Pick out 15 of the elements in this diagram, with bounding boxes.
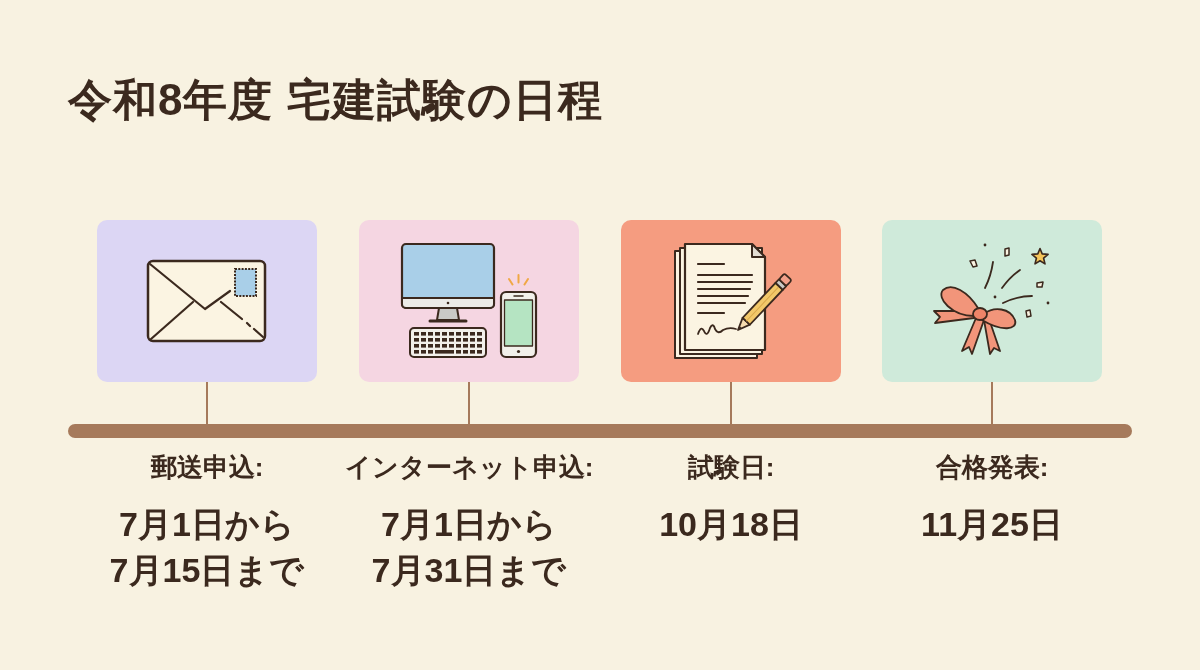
connector-line bbox=[206, 381, 208, 425]
illustration-card bbox=[882, 220, 1102, 382]
connector-line bbox=[730, 381, 732, 425]
illustration-card bbox=[359, 220, 579, 382]
connector-line bbox=[468, 381, 470, 425]
step-label: 合格発表: bbox=[935, 451, 1049, 484]
step-label: 郵送申込: bbox=[150, 451, 264, 484]
connector-line bbox=[991, 381, 993, 425]
illustration-card bbox=[97, 220, 317, 382]
timeline-bar bbox=[68, 424, 1132, 438]
date-text: 11月25日 bbox=[921, 504, 1063, 545]
title: 令和8年度 宅建試験の日程 bbox=[68, 74, 603, 126]
illustration-card bbox=[621, 220, 841, 382]
step-label: インターネット申込: bbox=[344, 451, 594, 484]
step-label: 試験日: bbox=[687, 451, 775, 484]
